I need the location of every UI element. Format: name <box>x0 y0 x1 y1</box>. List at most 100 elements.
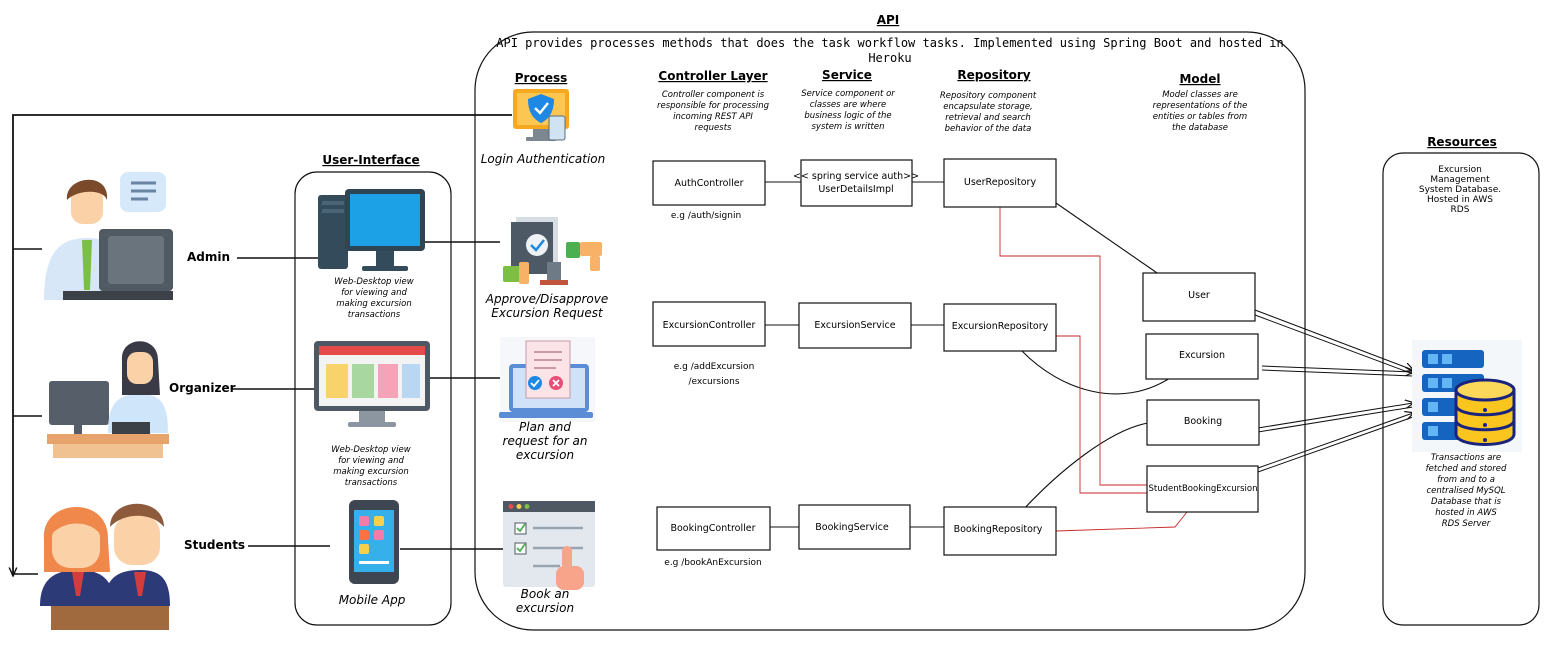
svg-text:Model classes are: Model classes are <box>1162 90 1238 100</box>
approve-document-icon <box>503 217 602 285</box>
svg-text:for viewing and: for viewing and <box>341 288 407 298</box>
svg-text:system is written: system is written <box>811 122 884 132</box>
booking-service-box <box>798 504 911 550</box>
api-container <box>474 31 1306 631</box>
svg-text:Repository component: Repository component <box>940 91 1037 101</box>
svg-text:Web-Desktop view: Web-Desktop view <box>334 277 413 287</box>
organizer-label: Organizer <box>169 381 236 395</box>
auth-service-box <box>800 159 913 207</box>
user-repository-label: UserRepository <box>964 177 1037 188</box>
mobile-app-label: Mobile App <box>339 593 406 607</box>
repository-title: Repository <box>957 68 1030 82</box>
svg-text:classes are where: classes are where <box>810 100 886 110</box>
layer-connectors <box>765 181 1171 528</box>
students-label: Students <box>184 538 245 552</box>
auth-controller-example: e.g /auth/signin <box>671 211 741 221</box>
svg-text:the database: the database <box>1172 123 1228 133</box>
excursion-repository-label: ExcursionRepository <box>952 321 1049 332</box>
svg-text:Excursion: Excursion <box>1438 165 1482 175</box>
resources-db-description: Excursion Management System Database. Ho… <box>1419 165 1501 215</box>
auth-controller-box <box>652 160 766 206</box>
svg-text:Database that is: Database that is <box>1431 497 1502 507</box>
booking-model-label: Booking <box>1184 416 1222 427</box>
book-label: Book an excursion <box>516 587 574 615</box>
booking-checklist-icon <box>503 501 595 590</box>
svg-text:responsible for processing: responsible for processing <box>657 101 770 111</box>
red-associations <box>999 207 1188 532</box>
student-booking-model-box <box>1146 465 1259 513</box>
excursion-repository-box <box>943 303 1057 352</box>
api-description-line-1: API provides processes methods that does… <box>496 36 1283 50</box>
svg-text:for viewing and: for viewing and <box>338 456 404 466</box>
excursion-service-box <box>798 302 912 349</box>
resources-title: Resources <box>1427 135 1497 149</box>
booking-model-box <box>1146 399 1260 446</box>
students-icon <box>40 503 170 630</box>
svg-text:Controller component is: Controller component is <box>662 90 765 100</box>
plan-label: Plan and request for an excursion <box>503 420 588 462</box>
api-description-line-2: Heroku <box>868 51 911 65</box>
svg-text:making excursion: making excursion <box>336 299 411 309</box>
user-model-box <box>1142 272 1256 322</box>
booking-service-label: BookingService <box>815 522 889 533</box>
shield-laptop-icon <box>513 89 569 141</box>
login-authentication-label: Login Authentication <box>481 152 606 166</box>
student-booking-model-label: StudentBookingExcursion <box>1149 484 1258 494</box>
model-boxes: User Excursion Booking StudentBookingExc… <box>1142 272 1260 513</box>
login-return-line <box>12 114 512 574</box>
organizer-person-icon <box>47 341 169 458</box>
svg-text:Plan and: Plan and <box>519 420 571 434</box>
svg-text:encapsulate storage,: encapsulate storage, <box>943 102 1033 112</box>
svg-text:entities or tables from: entities or tables from <box>1153 112 1247 122</box>
svg-text:excursion: excursion <box>516 448 574 462</box>
booking-controller-label: BookingController <box>670 523 755 534</box>
svg-text:Web-Desktop view: Web-Desktop view <box>331 445 410 455</box>
approve-label: Approve/Disapprove Excursion Request <box>485 292 608 320</box>
connectors <box>12 114 512 576</box>
svg-text:excursion: excursion <box>516 601 574 615</box>
svg-text:Excursion Request: Excursion Request <box>491 306 604 320</box>
controller-description: Controller component is responsible for … <box>657 90 770 133</box>
booking-repository-label: BookingRepository <box>954 524 1043 535</box>
auth-controller-label: AuthController <box>675 178 744 189</box>
auth-service-label-2: UserDetailsImpl <box>818 184 893 195</box>
controller-layer-title: Controller Layer <box>658 69 767 83</box>
svg-text:business logic of the: business logic of the <box>804 111 891 121</box>
service-boxes: << spring service auth>> UserDetailsImpl… <box>793 159 919 550</box>
checklist-laptop-icon <box>499 337 595 422</box>
database-server-icon <box>1412 340 1522 452</box>
svg-text:from and to a: from and to a <box>1437 475 1495 485</box>
svg-text:transactions: transactions <box>345 478 398 488</box>
resources-note: Transactions are fetched and stored from… <box>1426 453 1507 529</box>
excursion-model-label: Excursion <box>1179 350 1225 361</box>
svg-text:hosted in AWS: hosted in AWS <box>1435 508 1497 518</box>
svg-text:retrieval and search: retrieval and search <box>945 113 1031 123</box>
auth-service-label-1: << spring service auth>> <box>793 171 919 182</box>
excursion-controller-label: ExcursionController <box>663 320 756 331</box>
svg-text:request for an: request for an <box>503 434 588 448</box>
svg-text:Management: Management <box>1430 175 1490 185</box>
resources-container <box>1382 152 1540 626</box>
repository-description: Repository component encapsulate storage… <box>940 91 1037 134</box>
svg-text:Approve/Disapprove: Approve/Disapprove <box>485 292 608 306</box>
web-desktop-1-caption: Web-Desktop view for viewing and making … <box>334 277 413 320</box>
model-db-arrows <box>1254 309 1413 473</box>
process-title: Process <box>515 71 568 85</box>
svg-text:System Database.: System Database. <box>1419 185 1501 195</box>
mobile-phone-icon <box>349 500 399 584</box>
svg-text:RDS Server: RDS Server <box>1442 519 1491 529</box>
svg-text:incoming REST API: incoming REST API <box>673 112 753 122</box>
web-desktop-2-caption: Web-Desktop view for viewing and making … <box>331 445 410 488</box>
excursion-controller-example-2: /excursions <box>688 377 739 387</box>
excursion-service-label: ExcursionService <box>814 320 895 331</box>
svg-text:fetched and stored: fetched and stored <box>1426 464 1507 474</box>
svg-text:Service component or: Service component or <box>801 89 895 99</box>
booking-controller-example: e.g /bookAnExcursion <box>664 558 761 568</box>
admin-person-icon <box>44 172 173 300</box>
controller-boxes: AuthController ExcursionController Booki… <box>652 160 771 551</box>
svg-text:transactions: transactions <box>348 310 401 320</box>
repository-boxes: UserRepository ExcursionRepository Booki… <box>943 158 1057 556</box>
svg-text:centralised MySQL: centralised MySQL <box>1427 486 1506 496</box>
desktop-pc-icon <box>318 189 425 271</box>
user-interface-title: User-Interface <box>322 153 419 167</box>
